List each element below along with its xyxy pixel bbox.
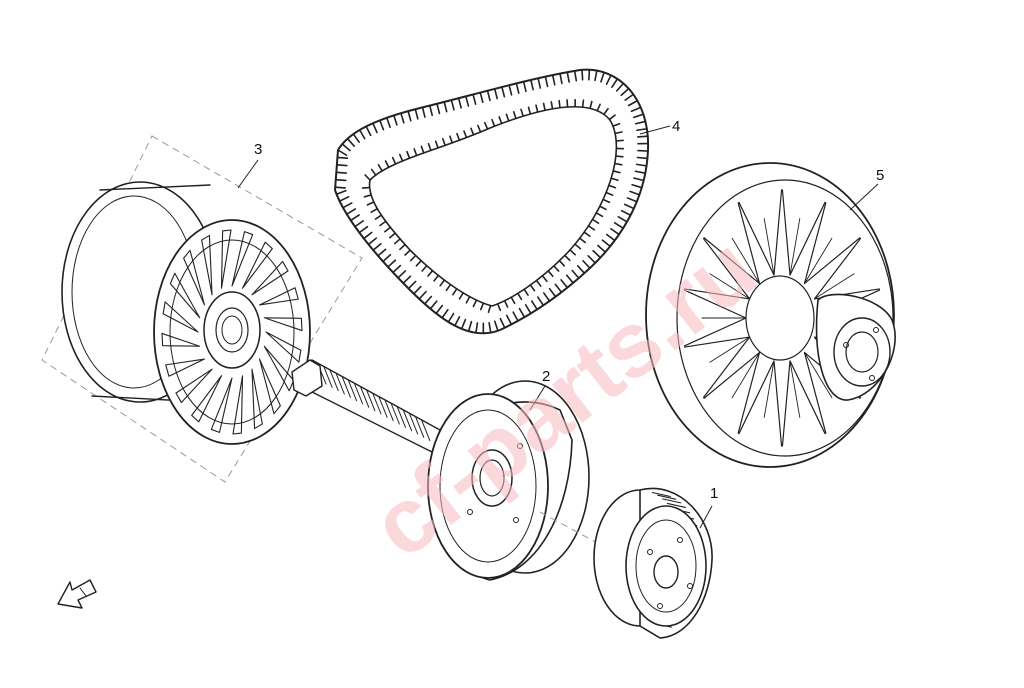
leader-2 <box>529 385 546 411</box>
fan-blades <box>161 229 303 435</box>
shaft-splines <box>317 363 431 442</box>
part-1-centrifugal-clutch[interactable] <box>593 487 713 639</box>
callout-5: 5 <box>876 167 884 184</box>
front-direction-arrow-icon <box>57 579 97 609</box>
callout-3: 3 <box>254 141 262 158</box>
alignment-line <box>539 511 641 567</box>
part-5-driven-pulley[interactable] <box>645 162 896 468</box>
part-4-drive-belt[interactable] <box>334 68 650 335</box>
leader-3 <box>237 159 259 189</box>
part-3-drive-pulley[interactable] <box>41 135 363 483</box>
belt-teeth <box>334 68 649 335</box>
leader-1 <box>699 505 713 529</box>
callout-2: 2 <box>542 368 550 385</box>
callout-4: 4 <box>672 118 680 135</box>
callout-1: 1 <box>710 485 718 502</box>
part-2-clutch-housing[interactable] <box>291 359 590 581</box>
leader-5 <box>849 183 879 211</box>
leader-4 <box>639 125 671 135</box>
